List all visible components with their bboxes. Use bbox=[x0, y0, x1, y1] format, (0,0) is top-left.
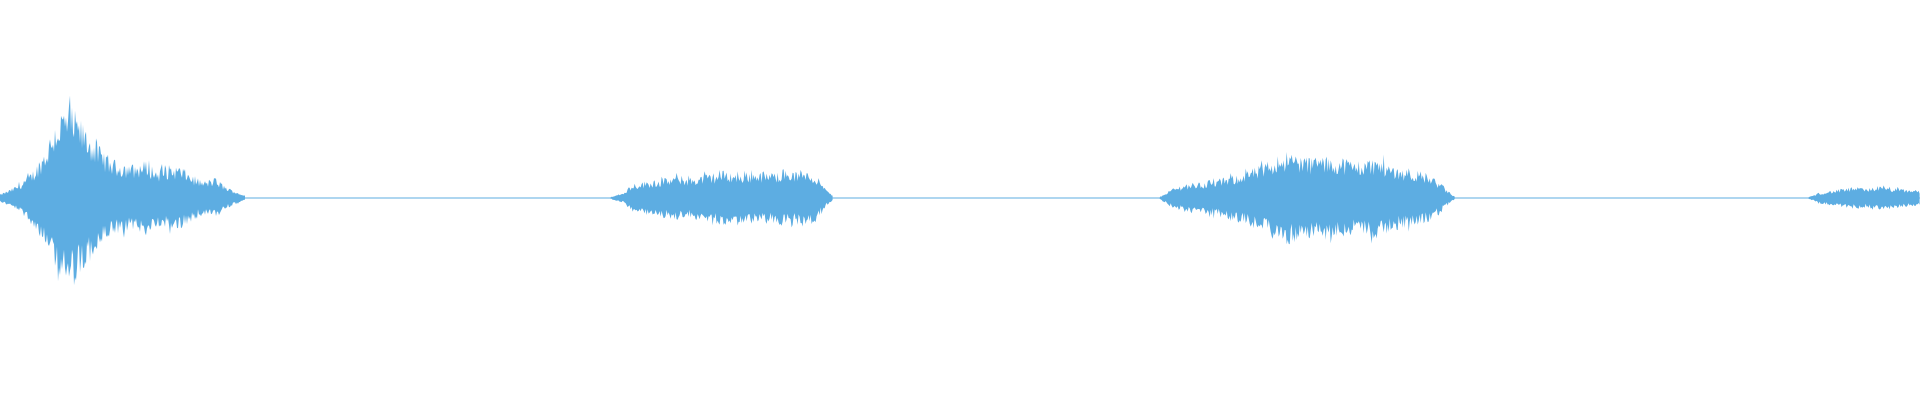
waveform-clip-3 bbox=[1159, 152, 1455, 245]
waveform-clip-4 bbox=[1808, 185, 1920, 210]
waveform-clips bbox=[0, 95, 1920, 286]
waveform-clip-1 bbox=[0, 95, 245, 286]
waveform-clip-2 bbox=[610, 169, 833, 228]
